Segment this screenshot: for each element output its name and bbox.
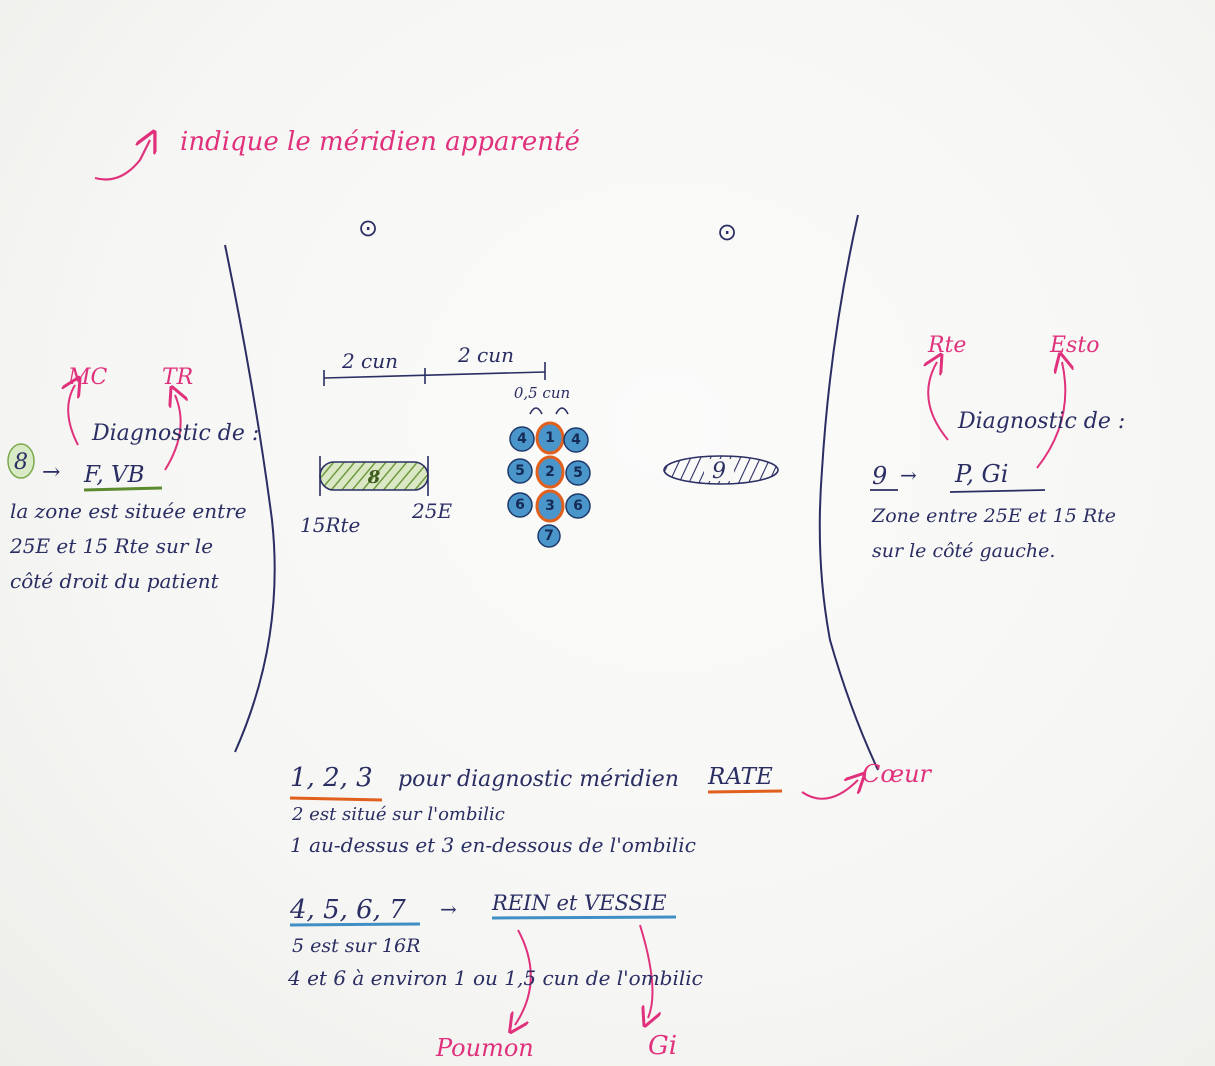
group-2-meridian: REIN et VESSIE [491, 891, 667, 915]
point-left-5: 5 [507, 458, 533, 484]
body-outline-right [818, 214, 879, 771]
zone-8 [319, 456, 429, 496]
right-diagnostic-title: Diagnostic de : [957, 409, 1125, 434]
group-2-related-left: Poumon [435, 1034, 534, 1062]
svg-text:2: 2 [545, 464, 555, 480]
group-1-meridian: RATE [707, 764, 773, 790]
svg-text:4: 4 [517, 431, 527, 447]
svg-text:5: 5 [573, 465, 583, 481]
right-related-2: Esto [1049, 333, 1099, 358]
point-bottom-7: 7 [537, 524, 561, 548]
point-right-4: 4 [563, 427, 589, 453]
svg-text:1: 1 [545, 430, 555, 446]
left-annotation [7, 385, 181, 492]
zone-9-label: 9 [712, 459, 726, 484]
group-1-related: Cœur [862, 760, 933, 788]
right-desc-line-1: Zone entre 25E et 15 Rte [871, 505, 1116, 527]
left-circle-mark: ⊙ [358, 214, 378, 242]
zone-9 [663, 455, 779, 485]
svg-text:3: 3 [545, 498, 555, 514]
body-outline-left [224, 244, 276, 753]
right-arrow: → [900, 463, 917, 487]
right-annotation [870, 362, 1065, 493]
point-left-4: 4 [509, 426, 535, 452]
right-meridians: P, Gi [954, 460, 1008, 488]
group-1-line-2: 2 est situé sur l'ombilic [291, 804, 505, 825]
point-cluster: 4 5 6 1 2 3 4 5 6 7 [507, 421, 591, 548]
point-center-1: 1 [535, 421, 565, 455]
bottom-notes-group-1-decor [289, 780, 858, 802]
measure-small-label: 0,5 cun [514, 384, 570, 402]
top-note: indique le méridien apparenté [180, 127, 580, 157]
measurement-line [323, 362, 569, 415]
point-left-6: 6 [507, 492, 533, 518]
zone-8-right-point: 25E [411, 499, 452, 523]
point-center-3: 3 [535, 489, 565, 523]
group-1-numbers: 1, 2, 3 [290, 763, 373, 793]
group-2-line-3: 4 et 6 à environ 1 ou 1,5 cun de l'ombil… [287, 966, 703, 990]
group-2-arrow: → [440, 897, 457, 921]
group-2-related-right: Gi [648, 1031, 677, 1061]
zone-8-left-point: 15Rte [300, 513, 360, 537]
right-desc-line-2: sur le côté gauche. [872, 540, 1055, 562]
top-arrow [94, 140, 150, 181]
left-related-2: TR [162, 365, 193, 390]
group-1-text: pour diagnostic méridien [398, 767, 679, 792]
group-2-line-2: 5 est sur 16R [292, 935, 420, 957]
point-center-2: 2 [535, 455, 565, 489]
right-circle-mark: ⊙ [717, 218, 737, 246]
point-right-6: 6 [565, 493, 591, 519]
zone-8-label: 8 [367, 467, 381, 488]
svg-text:6: 6 [573, 498, 583, 514]
measure-middle-label: 2 cun [457, 343, 514, 367]
right-number: 9 [872, 462, 887, 490]
svg-text:5: 5 [515, 463, 525, 479]
left-diagnostic-title: Diagnostic de : [91, 421, 259, 446]
left-related-1: MC [67, 365, 108, 390]
right-related-1: Rte [927, 333, 966, 358]
left-arrow: → [42, 460, 60, 485]
group-2-numbers: 4, 5, 6, 7 [289, 895, 406, 925]
svg-text:6: 6 [515, 497, 525, 513]
group-1-line-3: 1 au-dessus et 3 en-dessous de l'ombilic [290, 833, 696, 857]
left-desc-line-1: la zone est située entre [10, 499, 247, 523]
svg-text:7: 7 [544, 528, 554, 544]
left-meridians: F, VB [83, 462, 145, 488]
svg-text:4: 4 [571, 432, 581, 448]
bottom-notes-group-2-decor [289, 915, 677, 1025]
left-number: 8 [14, 450, 28, 475]
left-desc-line-2: 25E et 15 Rte sur le [9, 534, 213, 558]
left-desc-line-3: côté droit du patient [10, 569, 220, 593]
measure-left-label: 2 cun [341, 349, 398, 373]
point-right-5: 5 [565, 460, 591, 486]
